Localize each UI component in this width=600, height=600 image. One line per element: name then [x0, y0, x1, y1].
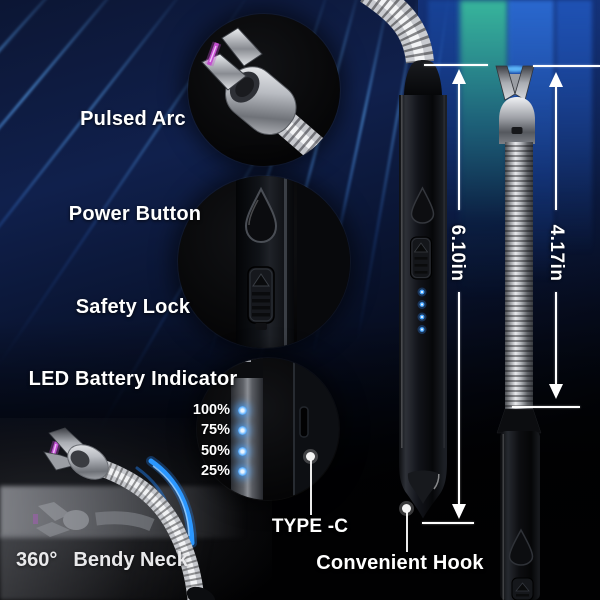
led-indicator-dot [238, 405, 247, 415]
label-bendy-degree: 360° [16, 549, 58, 571]
inset-led-battery [197, 358, 339, 500]
inset-power-button [178, 176, 350, 348]
battery-level-row: 100% [150, 400, 247, 420]
bendy-neck-ghost [33, 502, 155, 537]
callout-dot-type-c [306, 452, 315, 461]
callout-line [310, 460, 312, 515]
arrow-up-icon [549, 72, 563, 87]
measure-baseline-bottom [512, 406, 580, 408]
measure-line [555, 87, 557, 210]
arrow-down-icon [549, 384, 563, 399]
callout-line [406, 512, 408, 552]
neck-connector-cone [496, 408, 542, 434]
led-indicator-dot [238, 425, 247, 435]
arc-glow [504, 66, 526, 72]
measure-line [458, 84, 460, 210]
type-c-port [299, 406, 309, 438]
battery-level-label: 25% [200, 463, 230, 479]
label-bendy-neck: 360° Bendy Neck [16, 549, 188, 572]
label-power-button: Power Button [68, 203, 202, 225]
label-type-c: TYPE -C [271, 516, 349, 537]
arc-head [43, 427, 109, 480]
measure-baseline-top [424, 64, 488, 66]
battery-level-label: 50% [200, 443, 230, 459]
inset-pulsed-arc [188, 14, 340, 166]
safety-lock-icon [410, 236, 432, 280]
measure-line [458, 292, 460, 504]
measure-line [555, 292, 557, 384]
led-indicator-dot [238, 446, 247, 456]
battery-level-row: 25% [150, 461, 247, 481]
safety-lock-icon [247, 266, 275, 330]
battery-level-label: 100% [192, 402, 230, 418]
motion-swoosh [135, 456, 197, 548]
safety-lock-icon [511, 577, 534, 600]
led-indicator-dot [238, 466, 247, 476]
label-bendy-neck-text: Bendy Neck [73, 549, 188, 571]
led-battery-dots [417, 287, 427, 334]
lighter-inverted-view [495, 65, 542, 600]
label-pulsed-arc: Pulsed Arc [80, 108, 186, 130]
arc-head-collar [225, 66, 297, 136]
power-button-icon [508, 528, 534, 566]
measurement-neck-length: 4.17in [546, 224, 567, 282]
arrow-down-icon [452, 504, 466, 519]
handle-closeup [231, 358, 263, 500]
label-led-battery-indicator: LED Battery Indicator [28, 368, 238, 390]
lighter-front-view [360, 0, 447, 519]
callout-dot-hook [402, 504, 411, 513]
battery-level-row: 75% [150, 420, 247, 440]
label-safety-lock: Safety Lock [75, 296, 191, 318]
neck-connector-cone [404, 60, 442, 97]
battery-level-label: 75% [200, 422, 230, 438]
bendy-neck-photo [43, 427, 216, 600]
label-convenient-hook: Convenient Hook [316, 552, 484, 574]
electrode-prong [514, 65, 535, 101]
hanging-hook [399, 448, 447, 519]
arrow-up-icon [452, 69, 466, 84]
lighter-handle [500, 431, 540, 600]
power-button-icon [244, 186, 278, 244]
battery-level-row: 50% [150, 441, 247, 461]
power-button-icon [410, 186, 435, 224]
arc-head-dome [499, 97, 535, 144]
measurement-handle-length: 6.10in [447, 224, 468, 282]
measure-baseline-bottom [422, 522, 474, 524]
electrode-prong [221, 27, 263, 67]
measure-baseline-top [533, 65, 600, 67]
handle-end [186, 586, 216, 600]
